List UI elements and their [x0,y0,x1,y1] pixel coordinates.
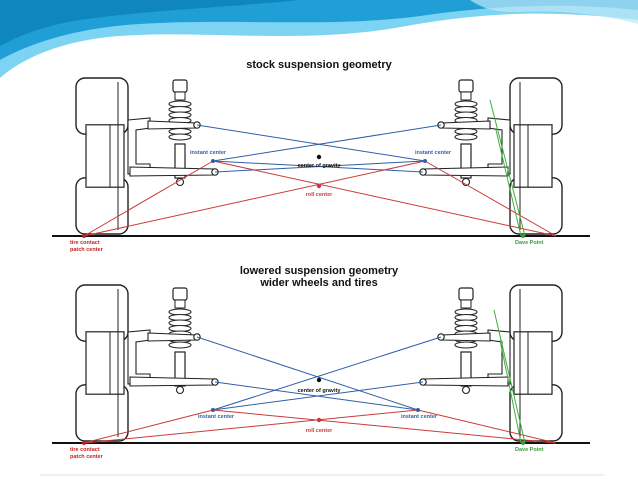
shock-mount [458,79,474,93]
spring-coil [454,341,478,349]
lower-control-arm [129,376,215,387]
instant-center-line [212,124,442,162]
center-of-gravity-label: center of gravity [298,388,342,394]
instant-center-right-point [416,408,420,412]
instant-center-right-label: instant center [415,150,452,156]
roll-center-line [83,409,419,444]
dave-point-line [495,129,522,237]
spring-coil [168,341,192,349]
dave-point-line [499,339,522,444]
left-wheel [75,77,129,235]
shock-mount [458,287,474,301]
shock-cap [174,91,186,101]
dave-point-line [489,99,526,237]
dave-point-marker [521,234,525,238]
panel-title: stock suspension geometry [246,59,392,71]
upper-control-arm [441,332,491,342]
center-of-gravity-point [316,154,322,160]
roll-center-label: roll center [306,428,333,434]
lower-control-arm [423,376,509,387]
roll-center-label: roll center [306,192,333,198]
upper-control-arm [441,120,491,130]
knuckle [127,329,151,385]
shock-cap [460,91,472,101]
dave-point-label: Dave Point [515,447,544,453]
roll-center-line [83,160,214,237]
roll-center-line [212,160,557,237]
instant-center-left-point [211,408,215,412]
shock-cap [174,299,186,309]
shock-eye [175,385,185,395]
shock-mount [172,287,188,301]
dave-point-label: Dave Point [515,240,544,246]
tire-contact-point [82,234,86,238]
left-suspension-arms [127,117,219,177]
header-banner [0,0,638,78]
right-wheel [509,77,563,235]
knuckle [127,117,151,175]
instant-center-left-point [211,159,215,163]
instant-center-left-label: instant center [190,150,227,156]
instant-center-left-label: instant center [198,414,235,420]
roll-center-line [83,160,426,237]
upper-control-arm [147,332,197,342]
tire-contact-label: patch center [70,454,104,460]
right-wheel [509,284,563,442]
left-wheel [75,284,129,442]
upper-control-arm [147,120,197,130]
instant-center-line [196,124,426,162]
roll-center-line [212,409,557,444]
roll-center-line [417,409,557,444]
left-suspension-arms [127,329,219,387]
tire-contact-label: tire contact [70,447,100,453]
right-suspension-arms [419,117,511,177]
roll-center-line [424,160,557,237]
knuckle [487,329,511,385]
instant-center-right-point [423,159,427,163]
tire-contact-point [82,441,86,445]
shock-mount [172,79,188,93]
shock-cap [460,299,472,309]
instant-center-line [212,336,442,411]
instant-center-right-label: instant center [401,414,438,420]
tire-contact-label: patch center [70,247,104,253]
spring-coil [168,133,192,141]
panel-stock: stock suspension geometry instant center i… [52,59,590,253]
roll-center-point [316,417,322,423]
roll-center-line [83,409,214,444]
center-of-gravity-point [316,377,322,383]
tire-contact-label: tire contact [70,240,100,246]
lower-control-arm [129,166,215,177]
instant-center-line [196,336,419,411]
instant-center-line [212,160,424,173]
shock-eye [461,385,471,395]
spring-coil [454,133,478,141]
lower-control-arm [423,166,509,177]
panel-title: lowered suspension geometry [240,265,399,277]
panel-title: wider wheels and tires [259,277,377,289]
center-of-gravity-label: center of gravity [298,163,342,169]
roll-center-point [316,183,322,189]
instant-center-line [212,381,424,411]
dave-point-marker [521,441,525,445]
dave-point-line [493,309,526,444]
